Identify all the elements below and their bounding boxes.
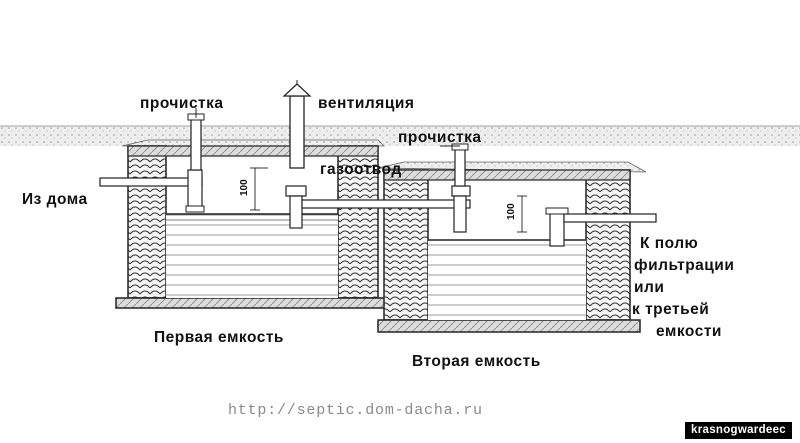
label-gas-outlet: газоотвод (320, 161, 402, 178)
outlet-pipe (545, 207, 657, 247)
label-outlet-1: К полю (640, 235, 699, 252)
source-url[interactable]: http://septic.dom-dacha.ru (228, 402, 483, 419)
leader-lines (195, 108, 460, 147)
label-outlet-5: емкости (656, 323, 722, 340)
label-outlet-4: к третьей (632, 301, 710, 318)
transfer-pipe (285, 185, 471, 233)
label-tank-1: Первая емкость (154, 329, 284, 346)
dimension-label-2: 100 (506, 203, 517, 220)
label-from-house: Из дома (22, 191, 88, 208)
watermark: krasnogwardeec (685, 422, 792, 439)
label-outlet-2: фильтрации (634, 257, 735, 274)
label-cleanout-2: прочистка (398, 129, 482, 146)
label-cleanout-1: прочистка (140, 95, 224, 112)
label-ventilation: вентиляция (318, 95, 415, 112)
inlet-pipe (99, 169, 205, 213)
dimension-label-1: 100 (239, 179, 250, 196)
second-tank (377, 161, 647, 333)
cleanout-riser-2 (451, 143, 469, 187)
ventilation-pipe (282, 80, 312, 169)
label-tank-2: Вторая емкость (412, 353, 541, 370)
label-outlet-3: или (634, 279, 665, 296)
dimension-marks (250, 167, 527, 233)
